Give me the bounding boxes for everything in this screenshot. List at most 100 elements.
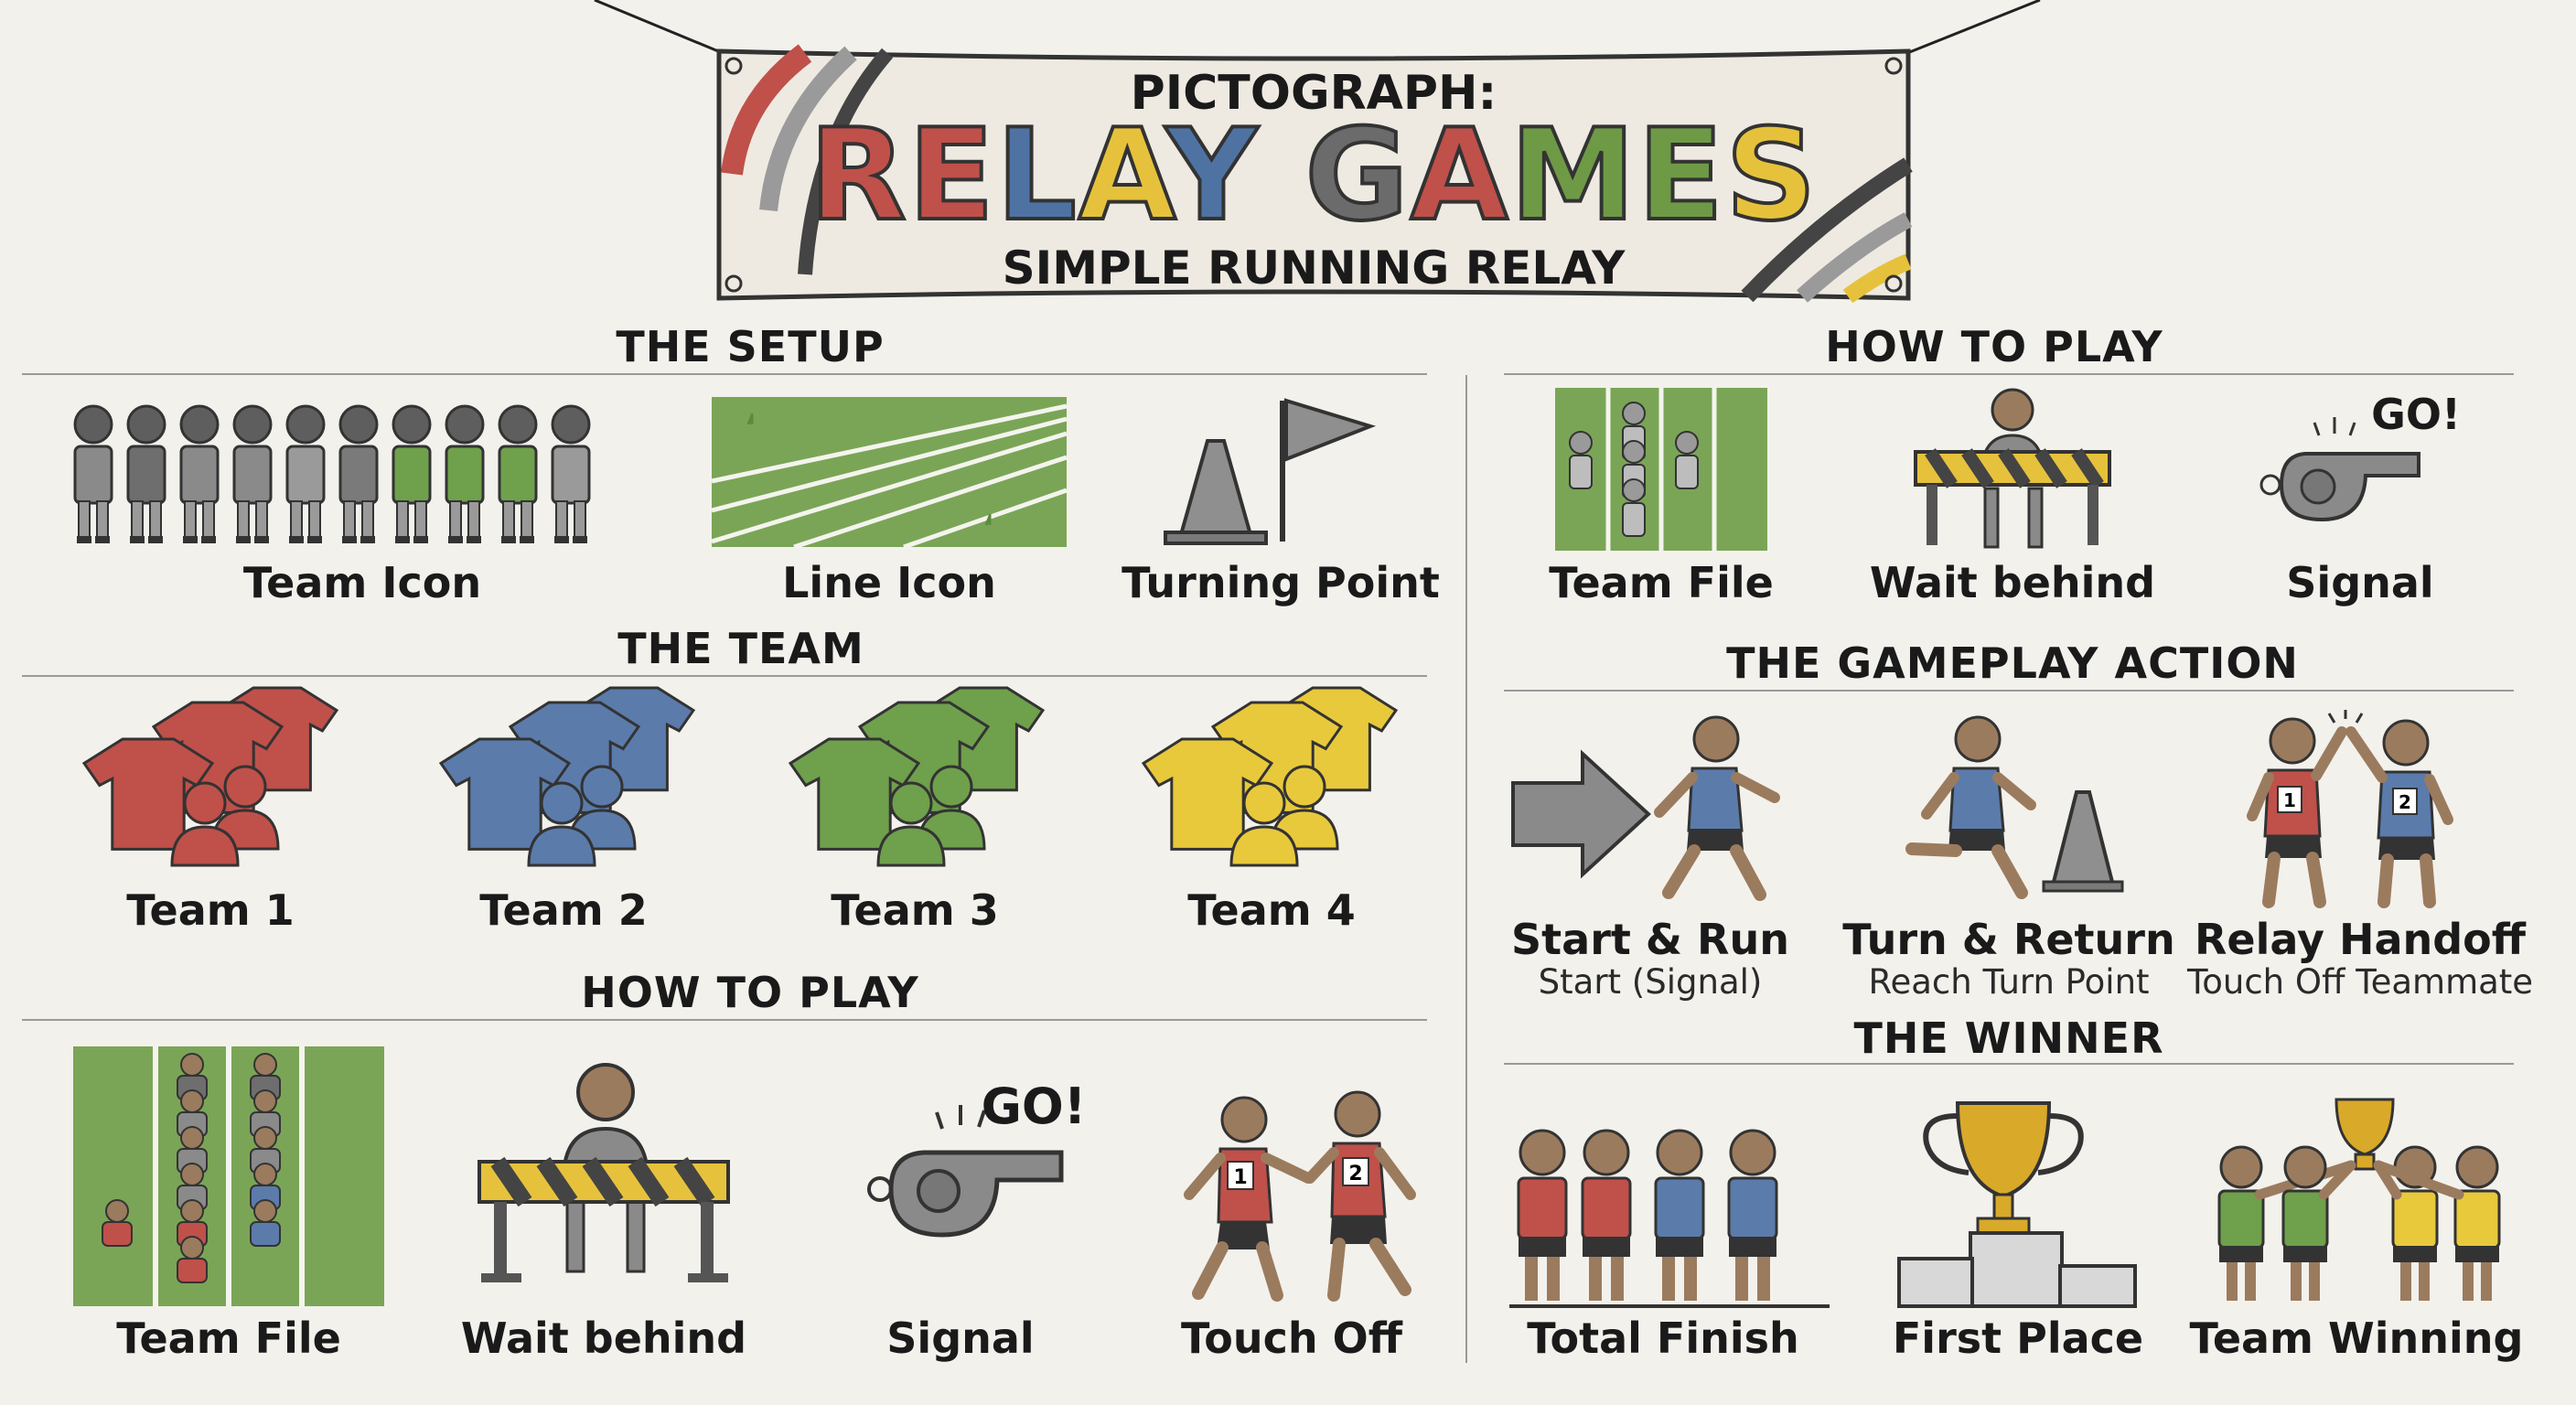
team-3-shirts-icon <box>788 686 1046 867</box>
team-icon-label: Team Icon <box>242 558 482 607</box>
turn-return-sub: Reach Turn Point <box>1868 962 2150 1002</box>
queued-player <box>102 1199 133 1247</box>
right-signal-label: Signal <box>2286 558 2434 607</box>
right-team-file-field-icon <box>1555 388 1767 551</box>
banner-background <box>716 44 1913 304</box>
team-section-title: THE TEAM <box>617 624 864 673</box>
right-whistle-signal-icon <box>2259 417 2420 522</box>
banner-title-letter: L <box>994 102 1079 249</box>
bib-2: 2 <box>1348 1163 1362 1185</box>
touch-off-label: Touch Off <box>1180 1314 1403 1363</box>
start-run-label: Start & Run <box>1511 915 1789 964</box>
banner-strings <box>594 0 2041 55</box>
handoff-bib-2: 2 <box>2399 791 2411 813</box>
queued-player <box>1622 478 1646 537</box>
handoff-runner-2: 2 <box>2345 719 2453 908</box>
person-head-icon <box>540 781 584 825</box>
banner-title-letter: A <box>1409 102 1510 249</box>
queued-player <box>177 1236 208 1283</box>
right-go-callout: GO! <box>2371 390 2461 439</box>
finished-runner <box>1581 1129 1632 1301</box>
banner-subtitle: SIMPLE RUNNING RELAY <box>1002 241 1626 295</box>
left-wait-behind-barrier-icon <box>478 1063 730 1282</box>
line-icon-label: Line Icon <box>782 558 996 607</box>
person-head-icon <box>1283 765 1326 809</box>
banner-title: RELAY GAMES <box>714 110 1914 241</box>
turning-point-cone-flag-icon <box>1164 398 1377 545</box>
person-body-icon <box>876 825 946 867</box>
total-finish-label: Total Finish <box>1527 1314 1799 1363</box>
banner-title-letter: A <box>1077 102 1166 249</box>
left-how-section-title: HOW TO PLAY <box>581 968 919 1017</box>
finished-runner <box>1727 1129 1778 1301</box>
left-wait-behind-label: Wait behind <box>460 1314 747 1363</box>
person-body-icon <box>170 825 240 867</box>
right-wait-behind-label: Wait behind <box>1869 558 2156 607</box>
banner-title-letter: R <box>807 102 908 249</box>
finished-runner <box>1517 1129 1568 1301</box>
team-1-shirts-icon <box>81 686 339 867</box>
team-4-label: Team 4 <box>1187 885 1356 935</box>
team-member-figure <box>338 404 379 543</box>
finished-runner <box>1654 1129 1705 1301</box>
team-member-figure <box>232 404 273 543</box>
left-team-file-field-icon <box>73 1046 384 1306</box>
start-run-sub: Start (Signal) <box>1538 962 1763 1002</box>
handoff-bib-1: 1 <box>2283 789 2296 811</box>
right-how-rule <box>1504 373 2514 375</box>
left-signal-label: Signal <box>886 1314 1035 1363</box>
person-body-icon <box>527 825 596 867</box>
action-rule <box>1504 690 2514 692</box>
relay-handoff-icon: 1 2 <box>2247 710 2453 908</box>
right-how-section-title: HOW TO PLAY <box>1825 322 2163 371</box>
person-body-icon <box>1229 825 1299 867</box>
team-member-figure <box>73 404 113 543</box>
team-member-figure <box>179 404 220 543</box>
first-place-label: First Place <box>1892 1314 2144 1363</box>
team-icon-figures <box>73 404 591 543</box>
banner-kicker: PICTOGRAPH: <box>1130 66 1497 121</box>
person-head-icon <box>183 781 227 825</box>
left-whistle-signal-icon <box>867 1105 1064 1238</box>
team-2-shirts-icon <box>438 686 696 867</box>
banner-title-letter: E <box>907 102 996 249</box>
banner-title-letter: S <box>1723 102 1819 249</box>
banner-title-letter: E <box>1636 102 1726 249</box>
person-head-icon <box>889 781 933 825</box>
queued-player <box>1675 431 1699 489</box>
person-head-icon <box>1242 781 1286 825</box>
center-divider <box>1465 375 1467 1363</box>
team-member-figure <box>285 404 326 543</box>
left-go-callout: GO! <box>981 1078 1087 1135</box>
celebrating-player <box>2373 1145 2501 1301</box>
setup-section-title: THE SETUP <box>616 322 885 371</box>
total-finish-runners-icon <box>1509 1129 1830 1308</box>
handoff-runner-1: 1 <box>2247 717 2347 908</box>
first-place-trophy-podium-icon <box>1897 1101 2137 1308</box>
setup-rule <box>22 373 1427 375</box>
queued-player <box>1569 431 1593 489</box>
banner-title-letter <box>1259 102 1304 249</box>
banner-title-letter: Y <box>1165 102 1260 249</box>
runner-2: 2 <box>1304 1090 1416 1302</box>
person-head-icon <box>223 765 267 809</box>
left-team-file-label: Team File <box>116 1314 341 1363</box>
celebrating-player <box>2217 1145 2356 1301</box>
person-head-icon <box>929 765 973 809</box>
right-team-file-label: Team File <box>1549 558 1774 607</box>
action-section-title: THE GAMEPLAY ACTION <box>1726 638 2299 688</box>
team-4-shirts-icon <box>1141 686 1399 867</box>
title-banner: PICTOGRAPH: RELAY GAMES SIMPLE RUNNING R… <box>714 44 1914 304</box>
team-winning-label: Team Winning <box>2189 1314 2524 1363</box>
raised-trophy-icon <box>2334 1098 2395 1171</box>
turn-return-label: Turn & Return <box>1842 915 2175 964</box>
team-winning-group-trophy-icon <box>2217 1098 2501 1301</box>
banner-title-letter: G <box>1303 102 1411 249</box>
line-icon-field <box>711 397 1068 550</box>
team-member-figure <box>392 404 432 543</box>
winner-rule <box>1504 1063 2514 1065</box>
person-head-icon <box>580 765 624 809</box>
start-run-arrow-runner-icon <box>1511 715 1780 901</box>
left-touch-off-runners-icon: 1 2 <box>1184 1090 1416 1302</box>
